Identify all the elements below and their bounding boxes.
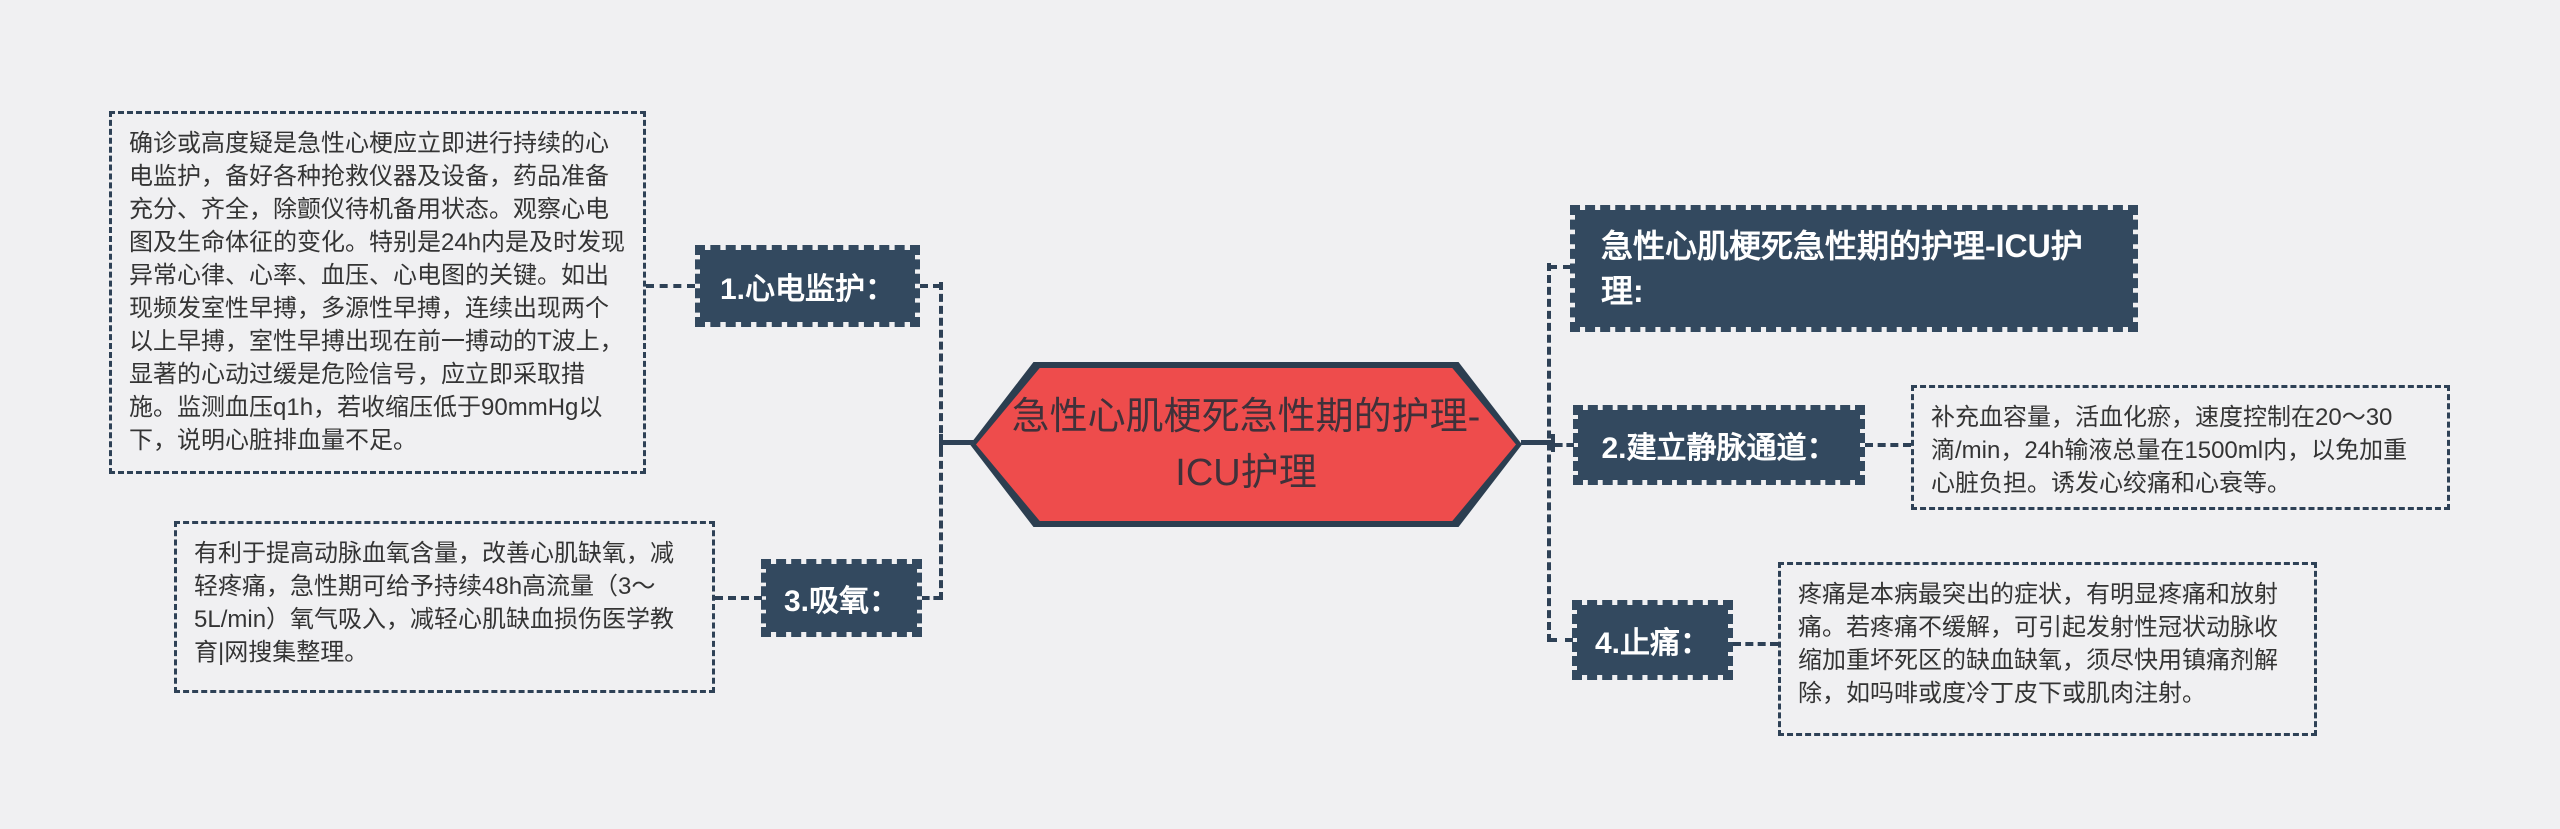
connector-central-to-rail-right — [1521, 440, 1555, 445]
note-text-oxygen: 有利于提高动脉血氧含量，改善心肌缺氧，减轻疼痛，急性期可给予持续48h高流量（3… — [194, 540, 675, 666]
node-iv-access[interactable]: 2.建立静脉通道： — [1573, 405, 1865, 485]
node-oxygen-label: 3.吸氧： — [783, 585, 900, 618]
note-box-ecg[interactable]: 确诊或高度疑是急性心梗应立即进行持续的心电监护，备好各种抢救仪器及设备，药品准备… — [109, 111, 646, 474]
node-iv-label: 2.建立静脉通道： — [1601, 432, 1837, 465]
note-text-pain: 疼痛是本病最突出的症状，有明显疼痛和放射痛。若疼痛不缓解，可引起发射性冠状动脉收… — [1798, 581, 2278, 707]
connector-right-rail — [1547, 263, 1551, 642]
connector-left-junction-tick — [939, 434, 943, 452]
connector-ecgnote-to-node1 — [646, 284, 695, 288]
connector-rail-to-node2 — [1555, 443, 1574, 447]
note-box-iv[interactable]: 补充血容量，活血化瘀，速度控制在20～30滴/min，24h输液总量在1500m… — [1911, 385, 2450, 510]
connector-right-junction-tick — [1551, 434, 1555, 452]
node-ecg-label: 1.心电监护： — [719, 273, 896, 306]
node-oxygen[interactable]: 3.吸氧： — [761, 559, 922, 637]
connector-rail-to-node4 — [1549, 638, 1573, 642]
node-ecg-monitoring[interactable]: 1.心电监护： — [695, 245, 920, 327]
connector-node2-to-ivnote — [1865, 443, 1911, 447]
central-topic-node[interactable]: 急性心肌梗死急性期的护理-ICU护理 — [970, 362, 1522, 527]
central-topic-label: 急性心肌梗死急性期的护理-ICU护理 — [1011, 395, 1481, 494]
connector-oxynote-to-node3 — [715, 596, 762, 600]
connector-node1-to-rail — [920, 284, 941, 288]
note-box-oxygen[interactable]: 有利于提高动脉血氧含量，改善心肌缺氧，减轻疼痛，急性期可给予持续48h高流量（3… — [174, 521, 715, 693]
note-box-pain[interactable]: 疼痛是本病最突出的症状，有明显疼痛和放射痛。若疼痛不缓解，可引起发射性冠状动脉收… — [1778, 562, 2317, 736]
connector-node4-to-painnote — [1733, 642, 1778, 646]
node-summary[interactable]: 急性心肌梗死急性期的护理-ICU护理: — [1570, 205, 2138, 332]
node-summary-label: 急性心肌梗死急性期的护理-ICU护理: — [1601, 227, 2083, 309]
connector-rail-to-central-left — [941, 440, 974, 445]
note-text-iv: 补充血容量，活血化瘀，速度控制在20～30滴/min，24h输液总量在1500m… — [1931, 404, 2408, 497]
connector-rail-to-summary — [1549, 265, 1571, 269]
note-text-ecg: 确诊或高度疑是急性心梗应立即进行持续的心电监护，备好各种抢救仪器及设备，药品准备… — [129, 130, 626, 454]
connector-node3-to-rail — [922, 596, 941, 600]
node-pain-relief[interactable]: 4.止痛： — [1572, 600, 1733, 680]
central-topic-shape: 急性心肌梗死急性期的护理-ICU护理 — [976, 368, 1516, 521]
node-pain-label: 4.止痛： — [1594, 627, 1711, 660]
